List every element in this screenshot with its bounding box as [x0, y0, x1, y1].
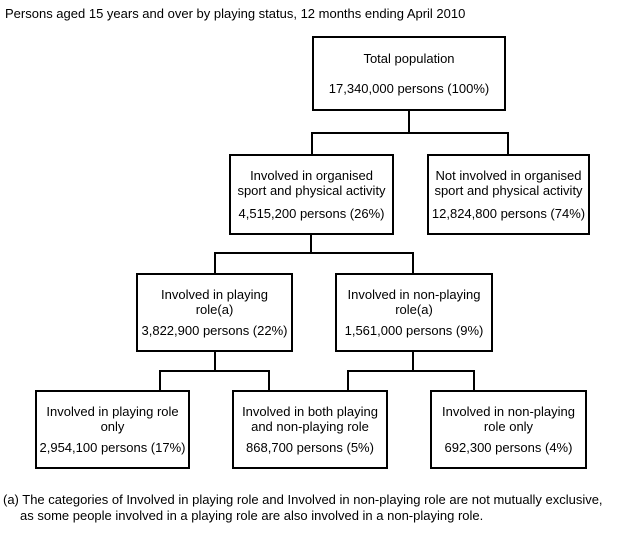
node-playing-role: Involved in playing role(a) 3,822,900 pe…	[136, 273, 293, 352]
node-label: Involved in playing role(a)	[161, 287, 268, 317]
node-value: 2,954,100 persons (17%)	[39, 440, 186, 455]
connector-line	[412, 352, 414, 372]
connector-line	[159, 370, 270, 372]
connector-line	[214, 352, 216, 372]
footnote: (a) The categories of Involved in playin…	[3, 492, 603, 524]
node-label: Not involved in organised sport and phys…	[434, 168, 583, 198]
node-label: Total population	[363, 51, 455, 66]
connector-line	[347, 370, 349, 390]
node-label: Involved in non-playing role(a)	[347, 287, 481, 317]
node-label: Involved in playing role only	[46, 404, 179, 434]
node-not-involved-organised: Not involved in organised sport and phys…	[427, 154, 590, 235]
node-value: 3,822,900 persons (22%)	[141, 323, 288, 338]
node-non-playing-role-only: Involved in non-playing role only 692,30…	[430, 390, 587, 469]
node-value: 12,824,800 persons (74%)	[431, 206, 586, 221]
chart-title: Persons aged 15 years and over by playin…	[5, 6, 466, 21]
connector-line	[507, 132, 509, 154]
node-both-roles: Involved in both playing and non-playing…	[232, 390, 388, 469]
node-value: 868,700 persons (5%)	[246, 440, 374, 455]
connector-line	[268, 370, 270, 390]
node-value: 4,515,200 persons (26%)	[238, 206, 385, 221]
connector-line	[311, 132, 313, 154]
node-playing-role-only: Involved in playing role only 2,954,100 …	[35, 390, 190, 469]
node-total-population: Total population 17,340,000 persons (100…	[312, 36, 506, 111]
node-value: 692,300 persons (4%)	[444, 440, 573, 455]
connector-line	[310, 235, 312, 254]
node-label: Involved in non-playing role only	[442, 404, 575, 434]
footnote-line-1: (a) The categories of Involved in playin…	[3, 492, 603, 507]
connector-line	[214, 252, 414, 254]
connector-line	[412, 252, 414, 273]
connector-line	[408, 110, 410, 134]
node-label: Involved in both playing and non-playing…	[242, 404, 378, 434]
footnote-line-2: as some people involved in a playing rol…	[20, 508, 484, 523]
connector-line	[473, 370, 475, 390]
node-involved-organised: Involved in organised sport and physical…	[229, 154, 394, 235]
node-non-playing-role: Involved in non-playing role(a) 1,561,00…	[335, 273, 493, 352]
connector-line	[311, 132, 509, 134]
connector-line	[347, 370, 475, 372]
connector-line	[214, 252, 216, 273]
node-value: 1,561,000 persons (9%)	[344, 323, 484, 338]
node-value: 17,340,000 persons (100%)	[328, 81, 490, 96]
connector-line	[159, 370, 161, 390]
node-label: Involved in organised sport and physical…	[237, 168, 386, 198]
